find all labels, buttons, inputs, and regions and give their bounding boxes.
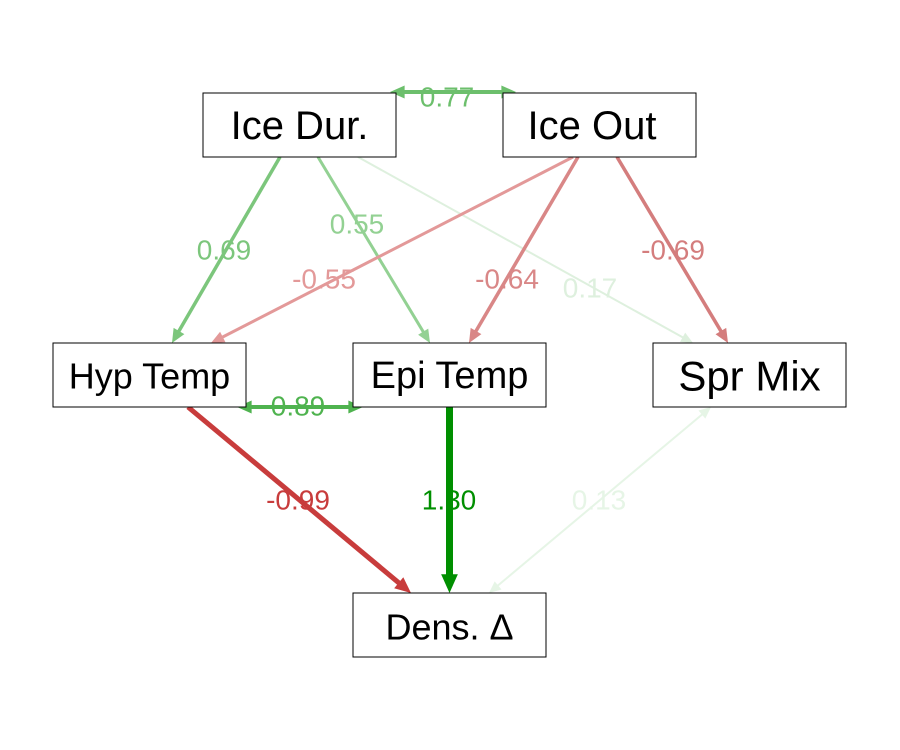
edge-line	[472, 156, 580, 335]
edge-hyp-dens	[186, 405, 411, 593]
node-ice-duration-label: Ice Dur.	[231, 104, 369, 148]
edge-label-ice-dur-spr: 0.17	[563, 273, 618, 304]
edge-label-hyp-epi: 0.89	[271, 391, 326, 422]
edge-line	[219, 155, 574, 340]
node-ice-duration-box	[202, 92, 397, 158]
edge-label-ice-dur-ice-out: 0.77	[420, 82, 475, 113]
node-ice-duration: Ice Dur.	[202, 92, 397, 158]
edge-line	[495, 412, 705, 588]
edge-ice-dur-spr	[357, 156, 693, 343]
edge-ice-out-epi	[469, 156, 580, 343]
node-density-change: Dens. Δ	[352, 592, 547, 658]
edges-layer	[172, 85, 728, 593]
arrowhead	[390, 85, 405, 99]
edge-label-ice-out-epi: -0.64	[475, 264, 539, 295]
edge-line	[357, 156, 686, 340]
arrowhead	[489, 581, 502, 593]
arrowhead	[172, 327, 185, 343]
arrowhead	[211, 331, 226, 343]
edge-ice-dur-epi	[316, 156, 430, 343]
node-spring-mixing-label: Spr Mix	[678, 353, 820, 400]
edge-line	[175, 156, 282, 335]
edge-label-spr-dens: 0.13	[572, 485, 627, 516]
node-hyp-temp-label: Hyp Temp	[69, 356, 230, 397]
node-epi-temp: Epi Temp	[352, 342, 547, 408]
edge-line	[186, 405, 404, 588]
arrowhead	[394, 577, 411, 593]
edge-line	[615, 156, 725, 335]
node-spring-mixing: Spr Mix	[652, 342, 847, 408]
arrowhead	[441, 574, 458, 593]
nodes-layer: Ice Dur. Ice Out Hyp Temp Epi Temp Spr M…	[52, 92, 847, 658]
arrowhead	[715, 327, 728, 343]
edge-epi-dens	[441, 407, 458, 593]
edge-ice-out-spr	[615, 156, 728, 343]
arrowhead	[418, 328, 430, 343]
edge-spr-dens	[489, 407, 711, 593]
edge-labels-layer: 0.77 0.69 0.55 0.17 -0.55 -0.64 -0.69 0.89 -0.99…	[197, 82, 705, 516]
node-density-change-label: Dens. Δ	[385, 607, 513, 648]
node-epi-temp-label: Epi Temp	[371, 355, 529, 397]
arrowhead	[680, 332, 693, 343]
node-ice-out-box	[502, 92, 697, 158]
edge-line	[316, 156, 427, 336]
edge-label-ice-dur-epi: 0.55	[330, 209, 385, 240]
edge-ice-out-hyp	[211, 155, 574, 343]
node-spring-mixing-box	[652, 342, 847, 408]
node-ice-out-label: Ice Out	[528, 104, 657, 148]
edge-label-hyp-dens: -0.99	[266, 485, 330, 516]
edge-label-ice-out-spr: -0.69	[641, 235, 705, 266]
edge-ice-dur-hyp	[172, 156, 282, 343]
node-ice-out: Ice Out	[502, 92, 697, 158]
arrowhead	[469, 327, 482, 343]
node-hyp-temp: Hyp Temp	[52, 342, 247, 408]
node-hyp-temp-box	[52, 342, 247, 408]
edge-label-ice-dur-hyp: 0.69	[197, 235, 252, 266]
edge-label-epi-dens: 1.30	[422, 485, 477, 516]
arrowhead	[698, 407, 711, 419]
node-epi-temp-box	[352, 342, 547, 408]
node-density-change-box	[352, 592, 547, 658]
edge-label-ice-out-hyp: -0.55	[292, 264, 356, 295]
